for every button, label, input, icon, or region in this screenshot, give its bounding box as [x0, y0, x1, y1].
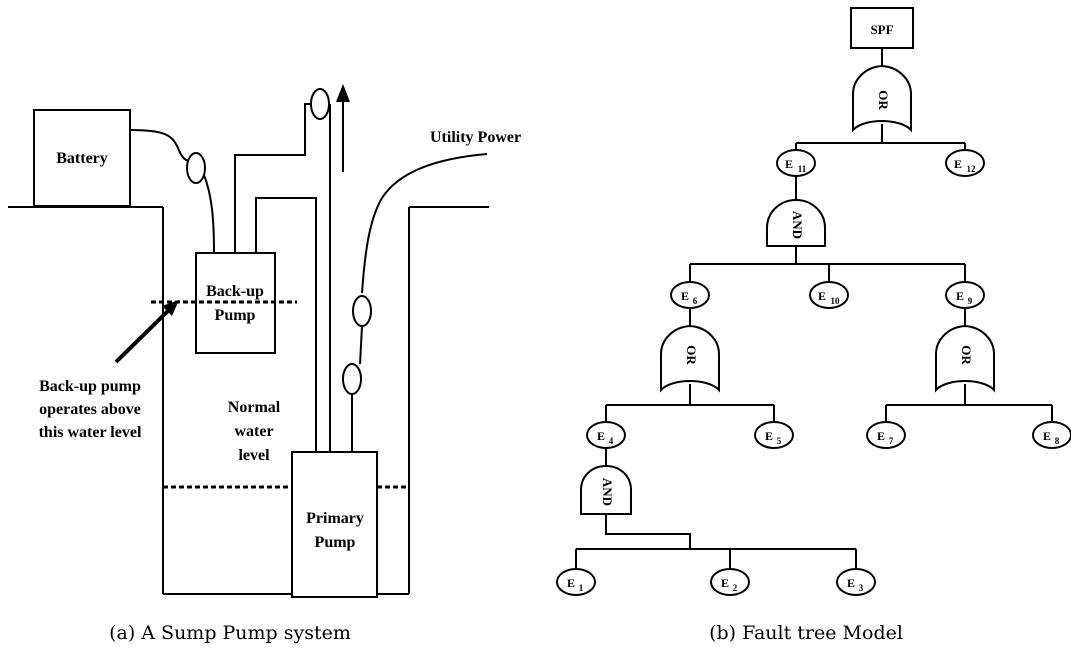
battery-cable-lower: [203, 174, 215, 254]
check-valve: [310, 88, 330, 120]
event-e5: [754, 421, 794, 449]
event-e1-label: E: [567, 576, 575, 590]
or-gate-top: [852, 64, 912, 133]
event-e8: [1032, 421, 1071, 449]
event-e8-sub: 8: [1055, 436, 1060, 446]
or-gate-top-label: OR: [876, 90, 891, 110]
or-gate-e6: [660, 324, 720, 393]
event-e1: [556, 568, 596, 596]
battery-box: [33, 109, 131, 207]
event-e11-sub: 11: [798, 164, 807, 174]
event-e4-sub: 4: [609, 436, 614, 446]
event-e3-label: E: [847, 576, 855, 590]
event-e10: [809, 281, 849, 309]
utility-power-label: Utility Power: [430, 129, 521, 146]
outflow-arrow-head: [336, 84, 350, 102]
caption-b: (b) Fault tree Model: [709, 622, 903, 644]
primary-pump-box: [291, 451, 378, 598]
event-e8-label: E: [1043, 429, 1051, 443]
and-gate-lower-label: AND: [600, 478, 615, 506]
battery-connector: [186, 152, 206, 184]
event-e1-sub: 1: [579, 583, 584, 593]
backup-note-line-2: operates above: [39, 401, 141, 418]
event-e6-sub: 6: [693, 296, 698, 306]
backup-note-line-1: Back-up pump: [39, 378, 141, 395]
event-e10-sub: 10: [831, 296, 841, 306]
event-e2-label: E: [721, 576, 729, 590]
top-event-label: SPF: [870, 22, 893, 37]
normal-level-label-1: Normal: [228, 399, 281, 416]
event-e2: [710, 568, 750, 596]
event-e11-label: E: [785, 157, 793, 171]
event-e4-label: E: [597, 429, 605, 443]
event-e9-sub: 9: [968, 296, 973, 306]
event-e3-sub: 3: [859, 583, 864, 593]
event-e5-label: E: [765, 429, 773, 443]
event-e6: [670, 281, 710, 309]
or-gate-e6-label: OR: [684, 345, 699, 365]
normal-level-label-2: water: [234, 423, 273, 440]
event-e4: [586, 421, 626, 449]
event-e7-sub: 7: [889, 436, 894, 446]
or-gate-e9-label: OR: [959, 345, 974, 365]
and-gate-upper: [766, 198, 826, 247]
or-gate-e9: [935, 324, 995, 393]
event-e6-label: E: [681, 289, 689, 303]
backup-pump-label-1: Back-up: [206, 283, 264, 300]
sump-pump-diagram: Battery Back-up Pump Utility Power Prima…: [8, 84, 521, 644]
float-switch-lower: [342, 363, 362, 395]
connector-and2: [605, 514, 691, 549]
event-e10-label: E: [818, 289, 826, 303]
event-e5-sub: 5: [777, 436, 782, 446]
backup-note-arrow-shaft: [114, 304, 175, 364]
battery-cable: [129, 129, 192, 162]
backup-inner-pipe: [255, 197, 317, 452]
event-e7-label: E: [877, 429, 885, 443]
event-e2-sub: 2: [733, 583, 738, 593]
caption-a: (a) A Sump Pump system: [109, 622, 351, 644]
event-e12-sub: 12: [967, 164, 977, 174]
event-e12: [945, 149, 985, 177]
event-e12-label: E: [954, 157, 962, 171]
backup-pump-label-2: Pump: [215, 307, 256, 324]
event-e9-label: E: [956, 289, 964, 303]
event-e9: [945, 281, 985, 309]
event-e7: [866, 421, 906, 449]
event-e11: [776, 149, 816, 177]
backup-note-arrow-head: [162, 300, 179, 316]
and-gate-lower: [580, 464, 632, 515]
event-e3: [836, 568, 876, 596]
normal-level-label-3: level: [238, 447, 270, 464]
and-gate-upper-label: AND: [790, 211, 805, 239]
battery-label: Battery: [56, 150, 108, 167]
float-switch-link: [359, 325, 363, 365]
float-switch-upper: [352, 295, 372, 327]
backup-note-line-3: this water level: [39, 424, 142, 441]
backup-discharge-pipe: [234, 103, 310, 253]
primary-pump-label-2: Pump: [315, 534, 356, 551]
fault-tree-diagram: SPF OR E 11 E 12 AND E 6 E 10 E 9: [556, 7, 1071, 644]
utility-power-cable: [361, 153, 488, 294]
primary-pump-label-1: Primary: [306, 510, 364, 527]
